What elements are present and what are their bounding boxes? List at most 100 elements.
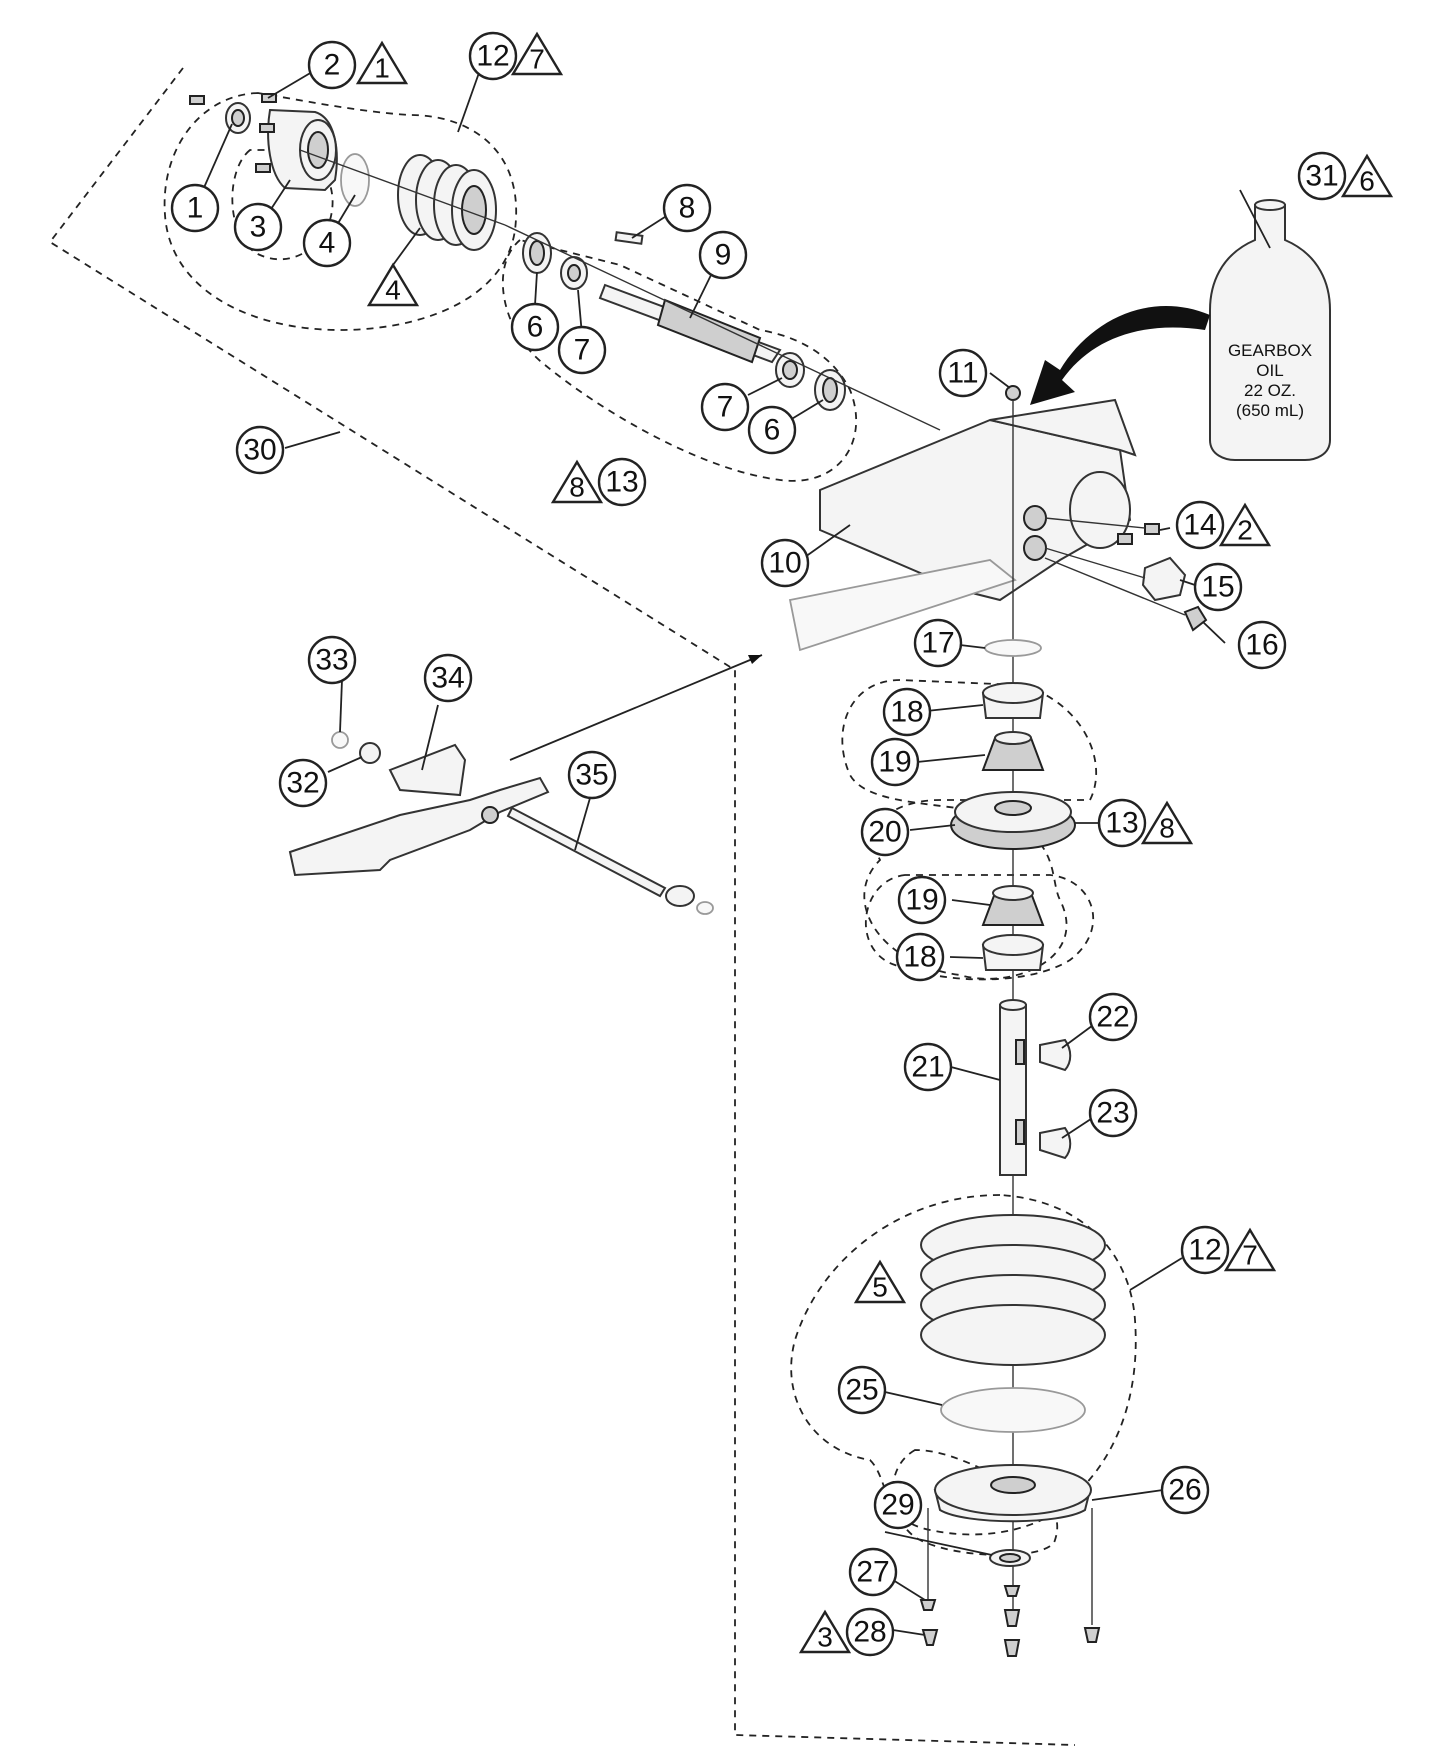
cap-group-outline [163,92,518,331]
svg-text:30: 30 [243,434,276,467]
key-23 [1039,1126,1072,1160]
note-triangle-8-upper: 8 [550,459,604,504]
svg-text:32: 32 [286,767,319,800]
gearbox-housing-10 [788,385,1137,652]
callout-15: 15 [1193,562,1243,612]
svg-text:5: 5 [872,1272,888,1303]
leader-lines [194,69,1271,1636]
bearing-cone-19a [981,731,1045,771]
bearing-cone-7b [775,352,805,388]
gasket-stack-12 [920,1214,1106,1366]
svg-text:29: 29 [881,1489,914,1522]
bottle-label-line-2: OIL [1256,361,1283,380]
axis-16 [1044,557,1186,616]
pour-arrow-icon [1030,306,1210,405]
callout-6-upper: 6 [510,302,560,352]
note-triangle-3: 3 [798,1609,852,1654]
assembly-30-outline [48,67,1076,1746]
note-triangle-1: 1 [355,40,409,85]
svg-text:35: 35 [575,759,608,792]
bearing-cup-6a [522,232,552,274]
worm-shaft-9 [598,283,782,364]
svg-text:1: 1 [187,192,204,225]
svg-text:8: 8 [569,472,585,503]
lower-bearing-group-outline [864,874,1095,981]
svg-text:26: 26 [1168,1474,1201,1507]
svg-text:11: 11 [947,357,978,390]
svg-text:28: 28 [853,1616,886,1649]
gearbox-oil-bottle [1209,199,1331,461]
svg-text:7: 7 [529,44,545,75]
plug-15 [1141,556,1187,602]
bottom-cover-26 [933,1464,1092,1523]
callout-31: 31 [1297,151,1347,201]
svg-text:21: 21 [911,1051,944,1084]
svg-text:6: 6 [764,414,781,447]
svg-text:13: 13 [605,466,638,499]
svg-text:18: 18 [890,696,923,729]
svg-text:3: 3 [817,1622,833,1653]
svg-text:20: 20 [868,816,901,849]
parts: GEARBOX OIL 22 OZ. (650 mL) [189,93,1331,1657]
note-triangle-8-lower: 8 [1140,800,1194,845]
bottle-label-line-4: (650 mL) [1236,401,1304,420]
bottle-label-line-1: GEARBOX [1228,341,1312,360]
o-ring-25 [940,1387,1086,1433]
svg-text:23: 23 [1096,1097,1129,1130]
svg-text:2: 2 [1237,515,1253,546]
note-triangle-6: 6 [1340,153,1394,198]
svg-text:12: 12 [476,40,509,73]
bearing-cone-7a [560,256,588,290]
callout-35: 35 [567,750,617,800]
note-triangles: 1 7 4 8 6 2 8 7 5 3 [355,31,1394,1654]
callout-27: 27 [848,1547,898,1597]
callout-7-upper: 7 [557,325,607,375]
svg-text:34: 34 [431,662,464,695]
callout-21: 21 [903,1042,953,1092]
arm-arrow-head [748,655,762,664]
screw-14b [1117,533,1133,545]
note-triangle-7-lower: 7 [1223,1227,1277,1272]
svg-text:7: 7 [1242,1240,1258,1271]
svg-text:6: 6 [527,311,544,344]
shift-arm-34 [288,743,550,877]
svg-text:9: 9 [715,239,732,272]
svg-text:12: 12 [1188,1234,1221,1267]
callout-23: 23 [1088,1088,1138,1138]
bushing-32 [359,742,381,764]
seal-29 [989,1549,1031,1567]
ring-33 [331,731,349,749]
callout-25: 25 [837,1365,887,1415]
callout-16: 16 [1237,620,1287,670]
svg-text:19: 19 [905,884,938,917]
callout-22: 22 [1088,992,1138,1042]
callout-14: 14 [1175,500,1225,550]
svg-text:25: 25 [845,1374,878,1407]
axis-15 [1044,547,1146,579]
shim-stack-part [397,154,497,251]
svg-text:8: 8 [679,192,696,225]
bearing-cup-6b [814,369,846,411]
svg-text:14: 14 [1183,509,1216,542]
bearing-cap-part [267,108,338,192]
arm-arrow-line [509,654,763,761]
callout-4: 4 [302,218,352,268]
callout-34: 34 [423,653,473,703]
callout-18-upper: 18 [882,687,932,737]
svg-text:19: 19 [878,746,911,779]
callout-11: 11 [938,348,988,398]
bearing-cup-18a [981,682,1045,719]
snap-ring-17 [984,639,1042,657]
svg-text:6: 6 [1359,166,1375,197]
gear-20 [950,791,1076,850]
svg-text:7: 7 [574,334,591,367]
shaft-21 [999,999,1027,1176]
note-triangle-5: 5 [853,1259,907,1304]
callout-29: 29 [873,1480,923,1530]
callouts: 1 2 3 4 6 7 8 9 7 6 12 13 30 11 31 10 14… [170,31,1347,1657]
svg-text:13: 13 [1105,807,1138,840]
svg-text:3: 3 [250,211,267,244]
callout-17: 17 [913,618,963,668]
callout-1: 1 [170,183,220,233]
